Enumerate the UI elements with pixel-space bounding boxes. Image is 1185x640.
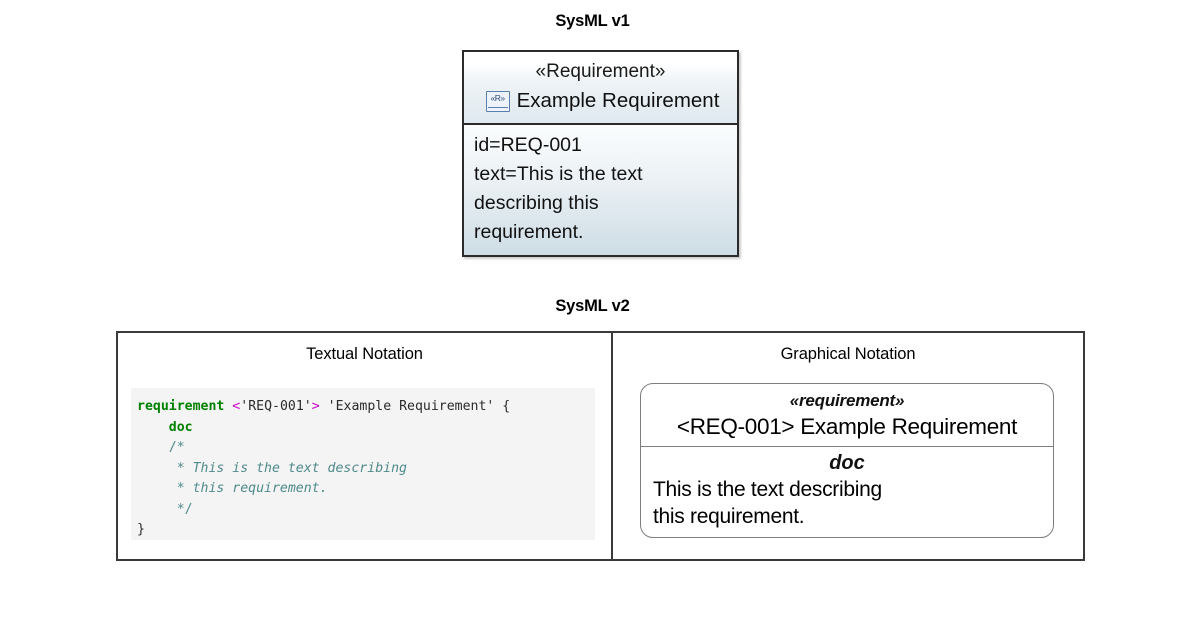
sysml-v2-box-header: «requirement» <REQ-001> Example Requirem… [641,384,1053,447]
doc-text-line: This is the text describing [653,478,882,501]
code-comment-text: This is the text describing [192,460,407,476]
code-comment-close: */ [137,501,193,517]
code-keyword-doc: doc [137,419,193,435]
sysml-v1-element-name: Example Requirement [516,89,720,112]
code-comment-open: /* [137,440,185,455]
doc-text-line: this requirement. [653,505,805,528]
sysml-v1-stereotype-label: «Requirement» [535,61,666,82]
code-comment-star: * [137,481,193,496]
property-line: requirement. [474,221,584,243]
property-line: text=This is the text [474,163,643,185]
textual-notation-code-block: requirement <'REQ-001'> 'Example Require… [131,388,595,540]
requirement-icon: «R» [485,90,510,112]
code-angle-close: > [311,399,320,414]
sysml-v2-section-title: SysML v2 [555,297,630,315]
sysml-v2-comparison-table: Textual Notation requirement <'REQ-001'>… [116,331,1085,561]
code-space [320,399,328,414]
code-angle-open: < [232,399,241,414]
graphical-notation-header: Graphical Notation [780,345,916,363]
requirement-icon-underline [487,106,508,108]
graphical-notation-column: Graphical Notation «requirement» <REQ-00… [613,333,1083,559]
textual-notation-column: Textual Notation requirement <'REQ-001'>… [118,333,613,559]
code-comment-text: this requirement. [192,481,328,496]
sysml-v2-stereotype-label: «requirement» [789,391,905,410]
sysml-v1-properties-compartment: id=REQ-001 text=This is the text describ… [464,125,737,255]
code-keyword-requirement: requirement [137,399,225,414]
code-brace-close: } [137,522,145,537]
sysml-v2-requirement-box: «requirement» <REQ-001> Example Requirem… [640,383,1054,538]
sysml-v1-requirement-box: «Requirement» «R» Example Requirement id… [462,50,739,257]
sysml-v1-section-title: SysML v1 [555,12,630,30]
property-line: describing this [474,192,599,214]
sysml-v2-doc-compartment: doc This is the text describing this req… [641,447,1053,530]
requirement-icon-glyph: «R» [490,92,506,103]
textual-notation-header: Textual Notation [306,345,423,363]
code-element-name: 'Example Requirement' [327,399,495,414]
code-brace-open: { [494,399,511,414]
sysml-v2-element-name: <REQ-001> Example Requirement [676,414,1018,439]
code-short-name-id: 'REQ-001' [240,399,312,414]
sysml-v1-name-row: «R» Example Requirement [464,88,737,114]
sysml-v2-doc-label: doc [829,452,865,474]
code-comment-star: * [137,460,193,476]
sysml-v1-box-header: «Requirement» «R» Example Requirement [464,52,737,125]
property-line: id=REQ-001 [474,134,582,156]
